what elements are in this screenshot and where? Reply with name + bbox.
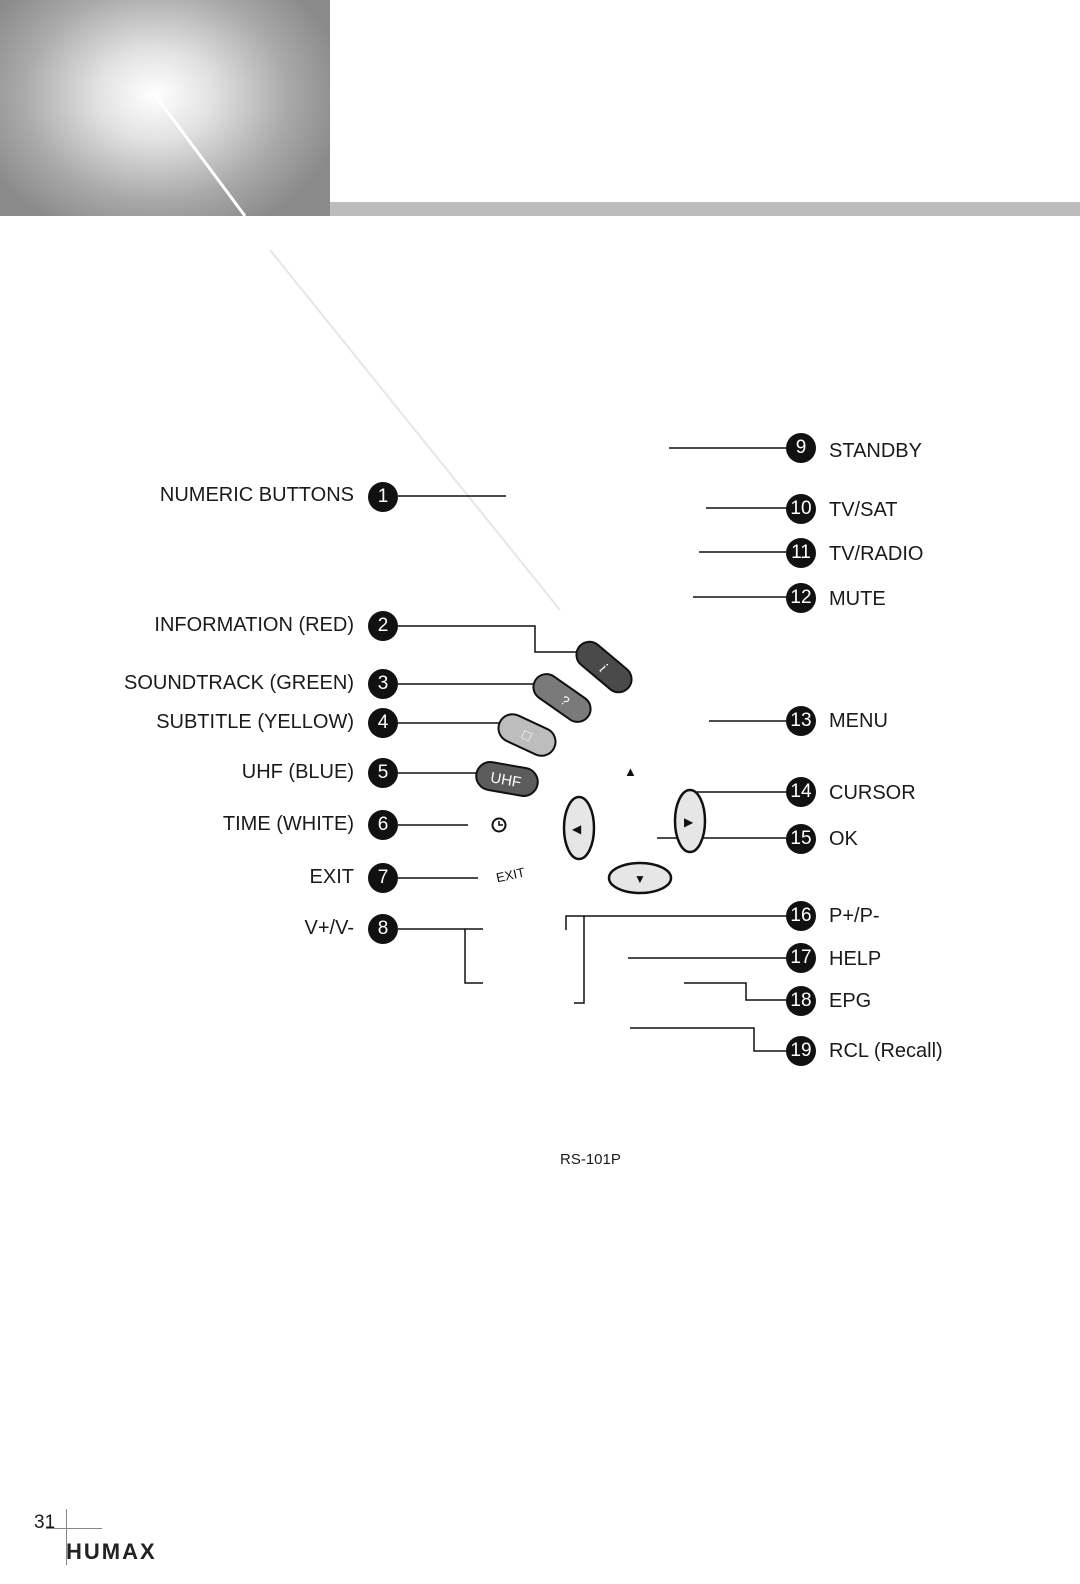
callout-number: 19 <box>786 1036 816 1066</box>
uhf-button: UHF <box>475 761 539 797</box>
cursor-down-button: ▼ <box>607 861 673 895</box>
callout-number: 4 <box>368 708 398 738</box>
label-tv-radio: TV/RADIO <box>829 543 924 565</box>
cursor-left-arrow: ◀ <box>572 822 582 836</box>
callout-number: 5 <box>368 758 398 788</box>
label-p-plus-minus: P+/P- <box>829 905 880 927</box>
label-tv-sat: TV/SAT <box>829 499 898 521</box>
leader-line-16 <box>565 915 790 930</box>
footer-rule <box>66 1509 67 1565</box>
right-leader-lines <box>565 447 790 1052</box>
callout-number: 16 <box>786 901 816 931</box>
clock-icon <box>491 817 507 833</box>
callout-number: 17 <box>786 943 816 973</box>
header-graphic <box>0 0 330 216</box>
callout-number: 12 <box>786 583 816 613</box>
label-epg: EPG <box>829 990 872 1012</box>
label-standby: STANDBY <box>829 440 922 462</box>
header-bar <box>330 202 1080 216</box>
label-time: TIME (WHITE) <box>222 813 354 835</box>
header-light-ray <box>153 94 247 216</box>
callout-number: 6 <box>368 810 398 840</box>
label-ok: OK <box>829 828 858 850</box>
leader-bracket-16 <box>574 916 585 1004</box>
subtitle-button: □ <box>497 713 557 757</box>
label-rcl: RCL (Recall) <box>829 1040 943 1062</box>
cursor-down-arrow: ▼ <box>634 872 646 886</box>
left-leader-lines <box>398 495 578 984</box>
brand-logo: HUMAX <box>66 1539 157 1564</box>
label-cursor: CURSOR <box>829 782 916 804</box>
callout-number: 15 <box>786 824 816 854</box>
callout-number: 18 <box>786 986 816 1016</box>
uhf-button-label: UHF <box>489 769 522 791</box>
callout-number: 10 <box>786 494 816 524</box>
label-numeric-buttons: NUMERIC BUTTONS <box>159 484 354 506</box>
callout-number: 11 <box>786 538 816 568</box>
model-label: RS-101P <box>560 1151 621 1168</box>
label-exit: EXIT <box>309 866 354 888</box>
callout-number: 7 <box>368 863 398 893</box>
leader-line-2 <box>398 625 578 653</box>
callout-number: 14 <box>786 777 816 807</box>
leader-bracket-8 <box>464 929 483 984</box>
label-mute: MUTE <box>829 588 886 610</box>
label-menu: MENU <box>829 710 888 732</box>
label-information: INFORMATION (RED) <box>154 614 354 636</box>
info-button: i <box>575 640 633 694</box>
callout-number: 9 <box>786 433 816 463</box>
cursor-left-button: ◀ <box>562 795 596 861</box>
sound-button: ? <box>532 673 592 723</box>
footer-rule <box>46 1528 102 1529</box>
exit-button-label: EXIT <box>495 865 526 886</box>
label-subtitle: SUBTITLE (YELLOW) <box>156 711 354 733</box>
leader-line-19 <box>630 1027 790 1052</box>
callout-number: 8 <box>368 914 398 944</box>
time-button <box>491 817 507 833</box>
label-soundtrack: SOUNDTRACK (GREEN) <box>123 672 354 694</box>
label-uhf: UHF (BLUE) <box>241 761 354 783</box>
callout-number: 13 <box>786 706 816 736</box>
cursor-right-button: ▶ <box>673 788 707 854</box>
leader-line-18 <box>684 982 790 1001</box>
label-help: HELP <box>829 948 882 970</box>
cursor-right-arrow: ▶ <box>684 815 694 829</box>
remote-body-edge <box>269 249 561 611</box>
label-volume: V+/V- <box>304 917 354 939</box>
callout-number: 3 <box>368 669 398 699</box>
callout-number: 2 <box>368 611 398 641</box>
callout-number: 1 <box>368 482 398 512</box>
page-number: 31 <box>34 1512 56 1533</box>
cursor-up-arrow: ▲ <box>624 764 637 779</box>
